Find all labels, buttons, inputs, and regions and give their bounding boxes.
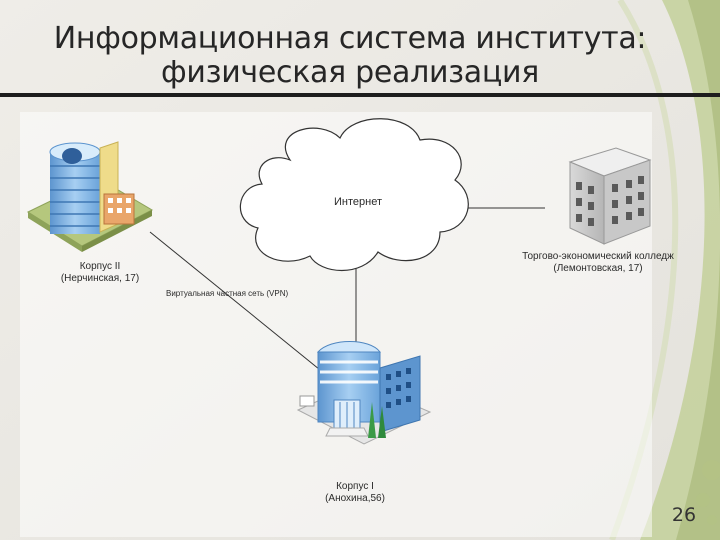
building-korpus1-icon — [296, 341, 432, 445]
vpn-link-line — [149, 231, 331, 379]
korpus2-label-address: (Нерчинская, 17) — [60, 273, 140, 284]
page-title-line1: Информационная система института: — [53, 21, 647, 56]
vpn-link-label: Виртуальная частная сеть (VPN) — [166, 289, 289, 298]
building-korpus2-icon — [26, 141, 154, 252]
internet-label: Интернет — [334, 196, 382, 208]
college-label-name: Торгово-экономический колледж — [522, 251, 674, 262]
internet-cloud-icon — [239, 118, 469, 272]
korpus1-label-name: Корпус I — [336, 481, 374, 492]
page-title-line2: физическая реализация — [161, 55, 539, 90]
building-college-icon — [568, 147, 652, 245]
college-label: Торгово-экономический колледж (Лемонтовс… — [508, 251, 688, 275]
korpus2-label: Корпус II (Нерчинская, 17) — [40, 261, 160, 285]
korpus1-label: Корпус I (Анохина,56) — [300, 481, 410, 505]
title-divider — [0, 93, 720, 97]
page-title: Информационная система института: физиче… — [20, 22, 680, 90]
korpus1-label-address: (Анохина,56) — [325, 493, 385, 504]
korpus2-label-name: Корпус II — [79, 261, 121, 272]
college-label-address: (Лемонтовская, 17) — [553, 263, 643, 274]
page-number: 26 — [671, 504, 697, 526]
